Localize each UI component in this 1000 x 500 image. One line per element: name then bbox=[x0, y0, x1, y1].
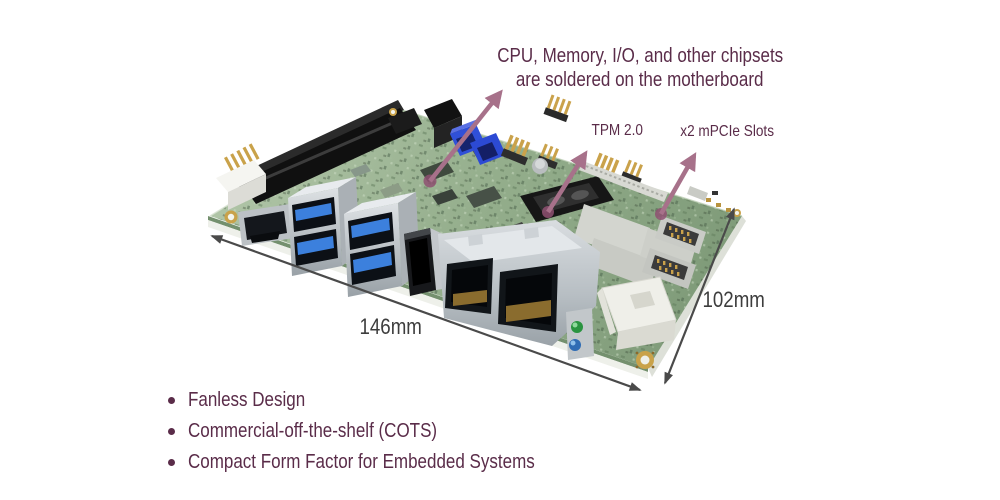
mpcie-label: x2 mPCIe Slots bbox=[680, 123, 774, 140]
dimension-depth-label: 102mm bbox=[702, 287, 766, 312]
mpcie-arrow bbox=[659, 152, 697, 216]
tpm-label: TPM 2.0 bbox=[591, 122, 643, 139]
dimension-arrow-depth bbox=[663, 207, 736, 385]
dimension-arrow-width bbox=[210, 234, 642, 392]
tpm-arrow bbox=[546, 150, 588, 214]
soldered-callout-text: CPU, Memory, I/O, and other chipsets are… bbox=[430, 44, 850, 92]
dimension-width-label: 146mm bbox=[359, 314, 423, 339]
bullet-icon bbox=[168, 428, 175, 435]
feature-item: Compact Form Factor for Embedded Systems bbox=[168, 450, 596, 474]
bullet-icon bbox=[168, 459, 175, 466]
callout-arrows bbox=[423, 89, 697, 220]
soldered-arrow bbox=[428, 89, 503, 183]
soldered-callout-line2: are soldered on the motherboard bbox=[516, 69, 764, 91]
feature-item: Commercial-off-the-shelf (COTS) bbox=[168, 419, 596, 443]
sata-connectors bbox=[388, 99, 506, 165]
feature-list: Fanless Design Commercial-off-the-shelf … bbox=[168, 388, 596, 481]
soldered-callout-line1: CPU, Memory, I/O, and other chipsets bbox=[497, 45, 783, 67]
feature-item: Fanless Design bbox=[168, 388, 596, 412]
bullet-icon bbox=[168, 397, 175, 404]
left-power-header bbox=[216, 143, 266, 210]
led-indicators bbox=[566, 308, 594, 360]
dimension-arrows bbox=[210, 207, 736, 392]
